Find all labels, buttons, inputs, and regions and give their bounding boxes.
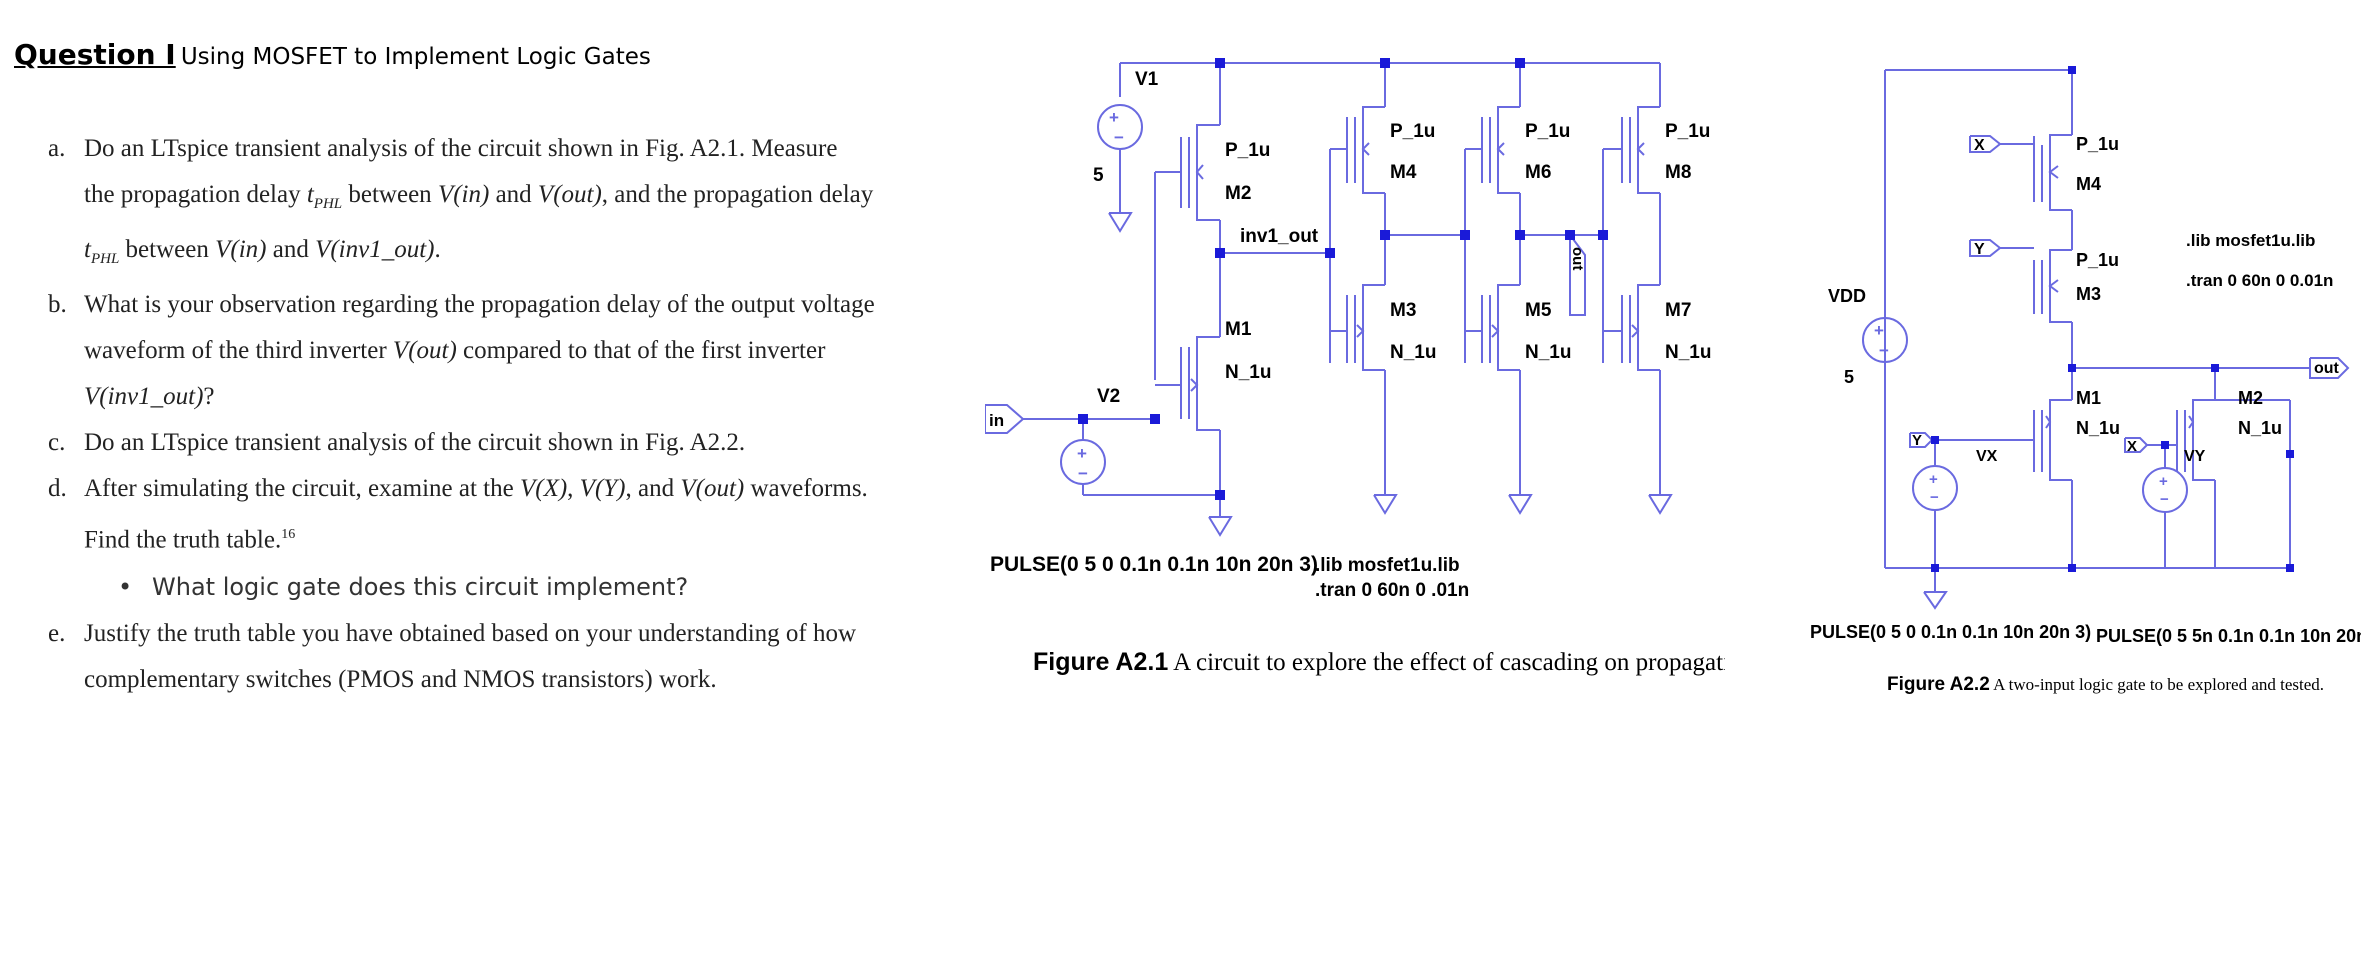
- svg-text:M3: M3: [2076, 284, 2101, 304]
- svg-text:+: +: [1929, 471, 1938, 488]
- svg-text:N_1u: N_1u: [1525, 342, 1571, 363]
- inv1-out-label: inv1_out: [1240, 226, 1319, 247]
- fig1-caption-label: Figure A2.1: [1033, 648, 1168, 676]
- question-b: b. What is your observation regarding th…: [48, 291, 875, 410]
- svg-text:M5: M5: [1525, 300, 1552, 321]
- question-e: e. Justify the truth table you have obta…: [48, 620, 857, 694]
- in-port-label: in: [989, 411, 1004, 430]
- fig2-caption-label: Figure A2.2: [1887, 674, 1990, 695]
- svg-text:M4: M4: [1390, 162, 1417, 183]
- vdd-label: VDD: [1828, 286, 1866, 306]
- svg-text:M1: M1: [1225, 319, 1252, 340]
- svg-text:−: −: [1930, 489, 1939, 506]
- fig1-tran: .tran 0 60n 0 .01n: [1315, 580, 1469, 601]
- fig1-caption-text: A circuit to explore the effect of casca…: [1168, 649, 1725, 676]
- svg-text:M3: M3: [1390, 300, 1416, 321]
- fig2-tran: .tran 0 60n 0 0.01n: [2186, 271, 2333, 290]
- svg-text:P_1u: P_1u: [1665, 121, 1710, 142]
- fig2-lib: .lib mosfet1u.lib: [2186, 231, 2315, 250]
- svg-text:P_1u: P_1u: [1225, 140, 1270, 161]
- x-port-top: X: [1974, 137, 1985, 154]
- svg-text:M7: M7: [1665, 300, 1691, 321]
- svg-text:M1: M1: [2076, 388, 2101, 408]
- x-port-bottom: X: [2127, 438, 2137, 455]
- svg-text:−: −: [1879, 341, 1889, 360]
- vy-label: VY: [2184, 448, 2206, 465]
- question-title: Using MOSFET to Implement Logic Gates: [180, 44, 651, 70]
- svg-text:P_1u: P_1u: [1525, 121, 1570, 142]
- svg-text:N_1u: N_1u: [2076, 418, 2120, 438]
- vx-label: VX: [1976, 448, 1998, 465]
- svg-text:Figure A2.2 A two-input logic: Figure A2.2 A two-input logic gate to be…: [1887, 674, 2324, 695]
- fig1-pulse: PULSE(0 5 0 0.1n 0.1n 10n 20n 3): [990, 553, 1318, 576]
- question-c: c. Do an LTspice transient analysis of t…: [48, 429, 746, 456]
- svg-text:M2: M2: [1225, 183, 1251, 204]
- svg-text:+: +: [1874, 321, 1884, 340]
- svg-text:P_1u: P_1u: [2076, 250, 2119, 270]
- figure-a2-1-schematic: V1 5 + − + − in V2 P_1u M2 inv1_out M1 N…: [985, 58, 1725, 676]
- svg-text:N_1u: N_1u: [2238, 418, 2282, 438]
- fig2-pulse-x: PULSE(0 5 0 0.1n 0.1n 10n 20n 3): [1810, 622, 2091, 642]
- svg-text:−: −: [1114, 128, 1124, 147]
- out-port-label: out: [2314, 360, 2340, 377]
- figure-a2-2-schematic: X Y Y X P_1u M4 P_1u M3 M1 N_1u M2 N_1u …: [1810, 66, 2361, 695]
- v2-label: V2: [1097, 386, 1120, 407]
- svg-text:−: −: [2160, 491, 2169, 508]
- fig1-lib: .lib mosfet1u.lib: [1315, 555, 1460, 576]
- question-list: a. Do an LTspice transient analysis of t…: [48, 126, 948, 703]
- footnote-marker: 16: [281, 527, 296, 542]
- question-d: d. After simulating the circuit, examine…: [48, 475, 868, 554]
- y-port-top: Y: [1974, 241, 1985, 258]
- svg-text:N_1u: N_1u: [1225, 362, 1271, 383]
- out-port-label: out: [1569, 247, 1586, 270]
- svg-text:P_1u: P_1u: [1390, 121, 1435, 142]
- svg-text:+: +: [2159, 473, 2168, 490]
- svg-text:M2: M2: [2238, 388, 2263, 408]
- svg-text:P_1u: P_1u: [2076, 134, 2119, 154]
- svg-text:M6: M6: [1525, 162, 1551, 183]
- svg-text:M4: M4: [2076, 174, 2101, 194]
- v1-label: V1: [1135, 69, 1159, 90]
- svg-text:N_1u: N_1u: [1390, 342, 1436, 363]
- question-d-bullet: • What logic gate does this circuit impl…: [118, 573, 689, 602]
- fig2-pulse-y: PULSE(0 5 5n 0.1n 0.1n 10n 20n 3): [2096, 626, 2361, 646]
- svg-text:N_1u: N_1u: [1665, 342, 1711, 363]
- fig2-caption-text: A two-input logic gate to be explored an…: [1990, 675, 2324, 694]
- question-a: a. Do an LTspice transient analysis of t…: [48, 135, 874, 267]
- svg-text:+: +: [1077, 444, 1087, 463]
- y-port-bottom: Y: [1912, 432, 1922, 449]
- svg-text:−: −: [1078, 464, 1088, 483]
- vdd-value: 5: [1844, 367, 1854, 387]
- question-label: Question I: [14, 38, 176, 71]
- svg-text:M8: M8: [1665, 162, 1691, 183]
- svg-text:Figure A2.1 A circuit to explo: Figure A2.1 A circuit to explore the eff…: [1033, 648, 1725, 676]
- question-heading: Question I Using MOSFET to Implement Log…: [14, 38, 651, 71]
- v1-value: 5: [1093, 165, 1104, 186]
- svg-text:+: +: [1109, 108, 1119, 127]
